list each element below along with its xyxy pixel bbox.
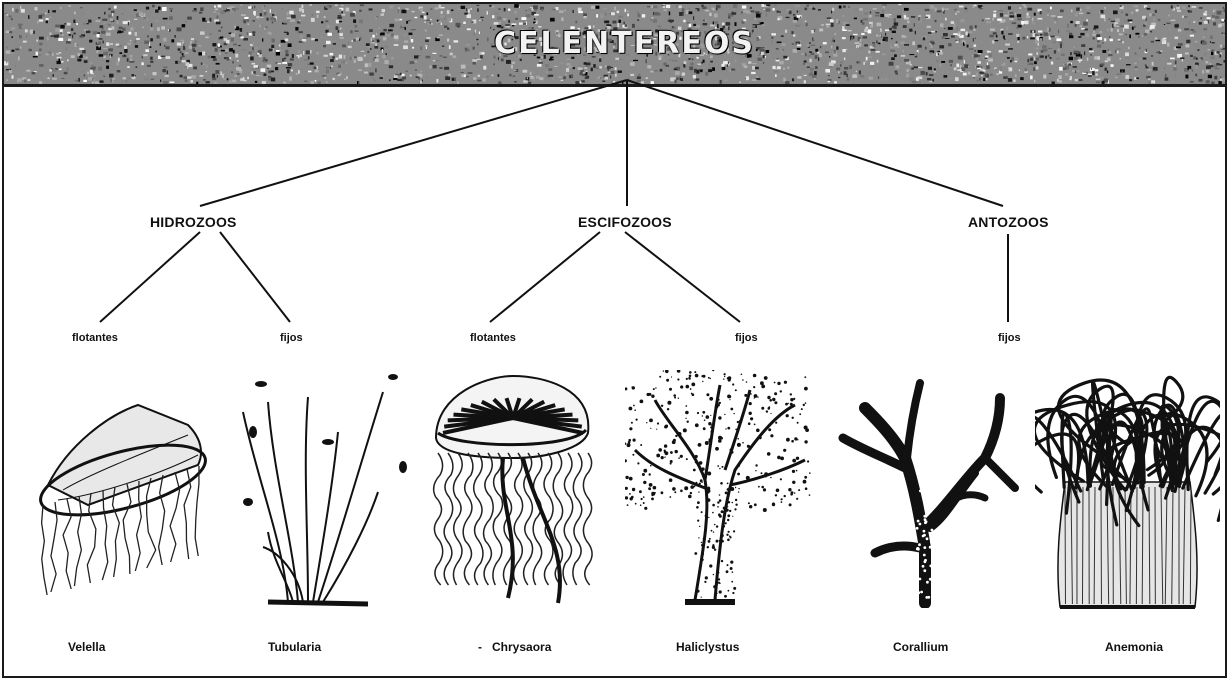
line-hidrozoos-fijos (220, 232, 290, 322)
sub-label-antozoos-fijos: fijos (998, 332, 1021, 344)
organism-name-anemonia: Anemonia (1105, 640, 1163, 654)
sub-label-escifozoos-flotantes: flotantes (470, 332, 516, 344)
line-root-antozoos (627, 80, 1003, 206)
organism-name-velella: Velella (68, 640, 105, 654)
corallium-icon (835, 378, 1020, 608)
sub-label-escifozoos-fijos: fijos (735, 332, 758, 344)
group-label-hidrozoos: HIDROZOOS (150, 214, 237, 230)
group-label-antozoos: ANTOZOOS (968, 214, 1049, 230)
line-escifozoos-flotantes (490, 232, 600, 322)
line-hidrozoos-flotantes (100, 232, 200, 322)
organism-name-corallium: Corallium (893, 640, 948, 654)
organism-name-chrysaora: Chrysaora (492, 640, 551, 654)
sub-label-hidrozoos-flotantes: flotantes (72, 332, 118, 344)
anemonia-icon (1035, 372, 1220, 612)
line-root-hidrozoos (200, 80, 627, 206)
group-label-escifozoos: ESCIFOZOOS (578, 214, 672, 230)
haliclystus-icon (625, 370, 815, 610)
tubularia-icon (228, 372, 418, 612)
sub-label-hidrozoos-fijos: fijos (280, 332, 303, 344)
line-escifozoos-fijos (625, 232, 740, 322)
organism-name-chrysaora-dash: - (478, 640, 482, 654)
organism-name-haliclystus: Haliclystus (676, 640, 739, 654)
organism-name-tubularia: Tubularia (268, 640, 321, 654)
chrysaora-icon (428, 368, 603, 613)
velella-icon (28, 395, 218, 620)
